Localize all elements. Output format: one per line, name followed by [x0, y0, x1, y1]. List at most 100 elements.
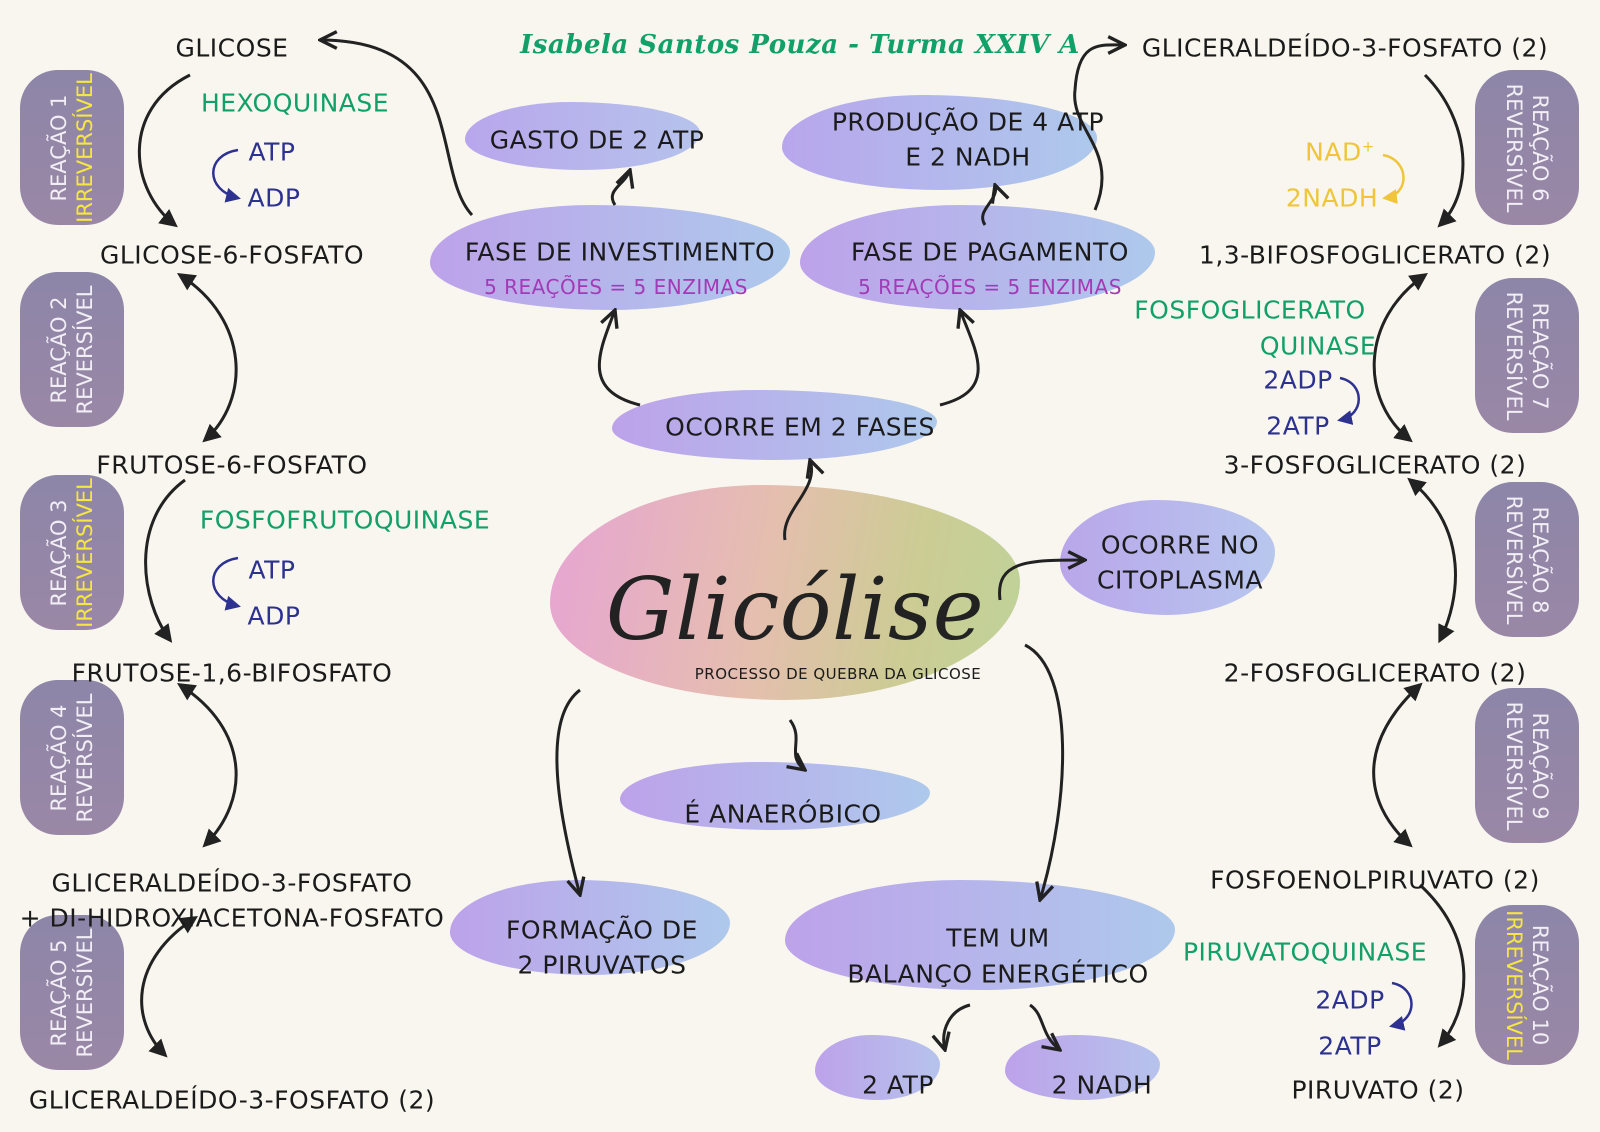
cofactor-nad: NAD+: [1305, 137, 1375, 167]
cofactor-adp-1: ADP: [247, 183, 301, 213]
label-fosfoenolpiruvato: FOSFOENOLPIRUVATO (2): [1210, 865, 1540, 895]
cofactor-2atp-2: 2ATP: [1318, 1031, 1382, 1061]
curl-adp-7: [1337, 376, 1360, 425]
arrow-r8: [1407, 477, 1457, 644]
arrow-r9: [1372, 682, 1423, 848]
blob-gasto: [465, 102, 700, 170]
text-producao-line2: E 2 NADH: [905, 142, 1031, 172]
blob-anaerobico: [620, 762, 930, 830]
label-di-hidroxiacetona-fosfato: + DI-HIDROXIACETONA-FOSFATO: [19, 903, 445, 933]
arrow-r3: [144, 478, 186, 643]
text-2-atp: 2 ATP: [862, 1070, 934, 1100]
text-balanco-energetico: BALANÇO ENERGÉTICO: [847, 959, 1149, 989]
arrow-to-g3p: [1073, 45, 1125, 211]
label-2-fosfoglicerato: 2-FOSFOGLICERATO (2): [1223, 658, 1527, 688]
cofactor-atp-1: ATP: [248, 137, 296, 167]
text-producao-line1: PRODUÇÃO DE 4 ATP: [831, 107, 1105, 137]
text-tem-um: TEM UM: [946, 923, 1050, 953]
blob-nadh: [1005, 1035, 1160, 1100]
arrow-to-anaerobico: [790, 719, 805, 770]
blob-piruvatos: [450, 880, 730, 975]
text-ocorre-no: OCORRE NO: [1100, 530, 1260, 560]
enzyme-fosfoglicerato-quinase-2: QUINASE: [1259, 331, 1377, 361]
label-gliceraldeido-3-fosfato: GLICERALDEÍDO-3-FOSFATO: [51, 868, 413, 898]
text-pagamento-sub: 5 REAÇÕES = 5 ENZIMAS: [858, 275, 1122, 299]
main-subtitle: PROCESSO DE QUEBRA DA GLICOSE: [694, 665, 982, 683]
arrow-to-balanco: [1024, 643, 1065, 900]
label-glicose: GLICOSE: [175, 33, 289, 63]
arrow-r10: [1418, 883, 1466, 1048]
curl-atp-1: [212, 148, 241, 203]
label-frutose-1-6-bifosfato: FRUTOSE-1,6-BIFOSFATO: [71, 658, 393, 688]
cofactor-2adp-1: 2ADP: [1263, 365, 1333, 395]
arrow-r2: [176, 273, 238, 443]
arrow-r5: [140, 916, 199, 1058]
arrow-to-citoplasma: [998, 560, 1085, 601]
cofactor-adp-2: ADP: [247, 601, 301, 631]
text-gasto-2-atp: GASTO DE 2 ATP: [489, 125, 705, 155]
arrow-to-glicose: [320, 40, 474, 217]
text-fase-pagamento: FASE DE PAGAMENTO: [851, 237, 1129, 267]
enzyme-piruvatoquinase: PIRUVATOQUINASE: [1182, 937, 1428, 967]
arrow-to-pagamento: [939, 310, 980, 407]
label-3-fosfoglicerato: 3-FOSFOGLICERATO (2): [1223, 450, 1527, 480]
arrow-to-gasto: [610, 170, 630, 206]
curl-adp-10: [1389, 981, 1413, 1031]
main-title: Glicólise: [605, 560, 985, 660]
label-frutose-6-fosfato: FRUTOSE-6-FOSFATO: [96, 450, 368, 480]
text-investimento-sub: 5 REAÇÕES = 5 ENZIMAS: [484, 275, 748, 299]
blob-producao: [782, 95, 1097, 190]
arrow-r4: [176, 683, 238, 848]
blob-citoplasma: [1060, 500, 1275, 615]
arrow-to-fases: [783, 460, 812, 541]
text-2-nadh: 2 NADH: [1051, 1070, 1153, 1100]
author-signature: Isabela Santos Pouza - Turma XXIV A: [520, 30, 1080, 60]
label-g3p-2: GLICERALDEÍDO-3-FOSFATO (2): [1141, 33, 1549, 63]
label-1-3-bifosfoglicerato: 1,3-BIFOSFOGLICERATO (2): [1198, 240, 1552, 270]
blob-glicolise: [550, 485, 1020, 700]
arrow-r7: [1372, 272, 1428, 443]
arrow-r6: [1423, 73, 1465, 228]
text-ocorre-2-fases: OCORRE EM 2 FASES: [665, 412, 935, 442]
blob-balanco: [785, 880, 1175, 990]
blob-pagamento: [800, 205, 1155, 310]
enzyme-fosfoglicerato-quinase-1: FOSFOGLICERATO: [1134, 295, 1366, 325]
blob-investimento: [430, 205, 790, 310]
text-formacao-de: FORMAÇÃO DE: [506, 915, 698, 945]
cofactor-2adp-2: 2ADP: [1315, 985, 1385, 1015]
arrow-to-2nadh: [1029, 1003, 1060, 1050]
text-fase-investimento: FASE DE INVESTIMENTO: [464, 237, 776, 267]
text-citoplasma: CITOPLASMA: [1097, 565, 1263, 595]
curl-atp-2: [212, 556, 241, 611]
blob-atp: [815, 1035, 940, 1100]
label-piruvato: PIRUVATO (2): [1291, 1075, 1465, 1105]
label-glicose-6-fosfato: GLICOSE-6-FOSFATO: [99, 240, 365, 270]
arrow-to-piruvatos: [555, 688, 580, 895]
arrow-to-2atp: [944, 1003, 971, 1050]
arrow-r1: [137, 73, 191, 228]
enzyme-hexoquinase: HEXOQUINASE: [200, 88, 390, 118]
enzyme-fosfofrutoquinase: FOSFOFRUTOQUINASE: [199, 505, 491, 535]
text-2-piruvatos: 2 PIRUVATOS: [517, 950, 687, 980]
label-gliceraldeido-3-fosfato-2: GLICERALDEÍDO-3-FOSFATO (2): [28, 1085, 436, 1115]
cofactor-2nadh: 2NADH: [1285, 183, 1379, 213]
curl-nad: [1382, 153, 1405, 204]
arrow-to-investimento: [597, 310, 641, 407]
cofactor-atp-2: ATP: [248, 555, 296, 585]
arrow-to-producao: [981, 185, 996, 226]
cofactor-2atp-1: 2ATP: [1266, 411, 1330, 441]
blob-fases: [612, 390, 937, 460]
text-anaerobico: É ANAERÓBICO: [684, 799, 882, 829]
